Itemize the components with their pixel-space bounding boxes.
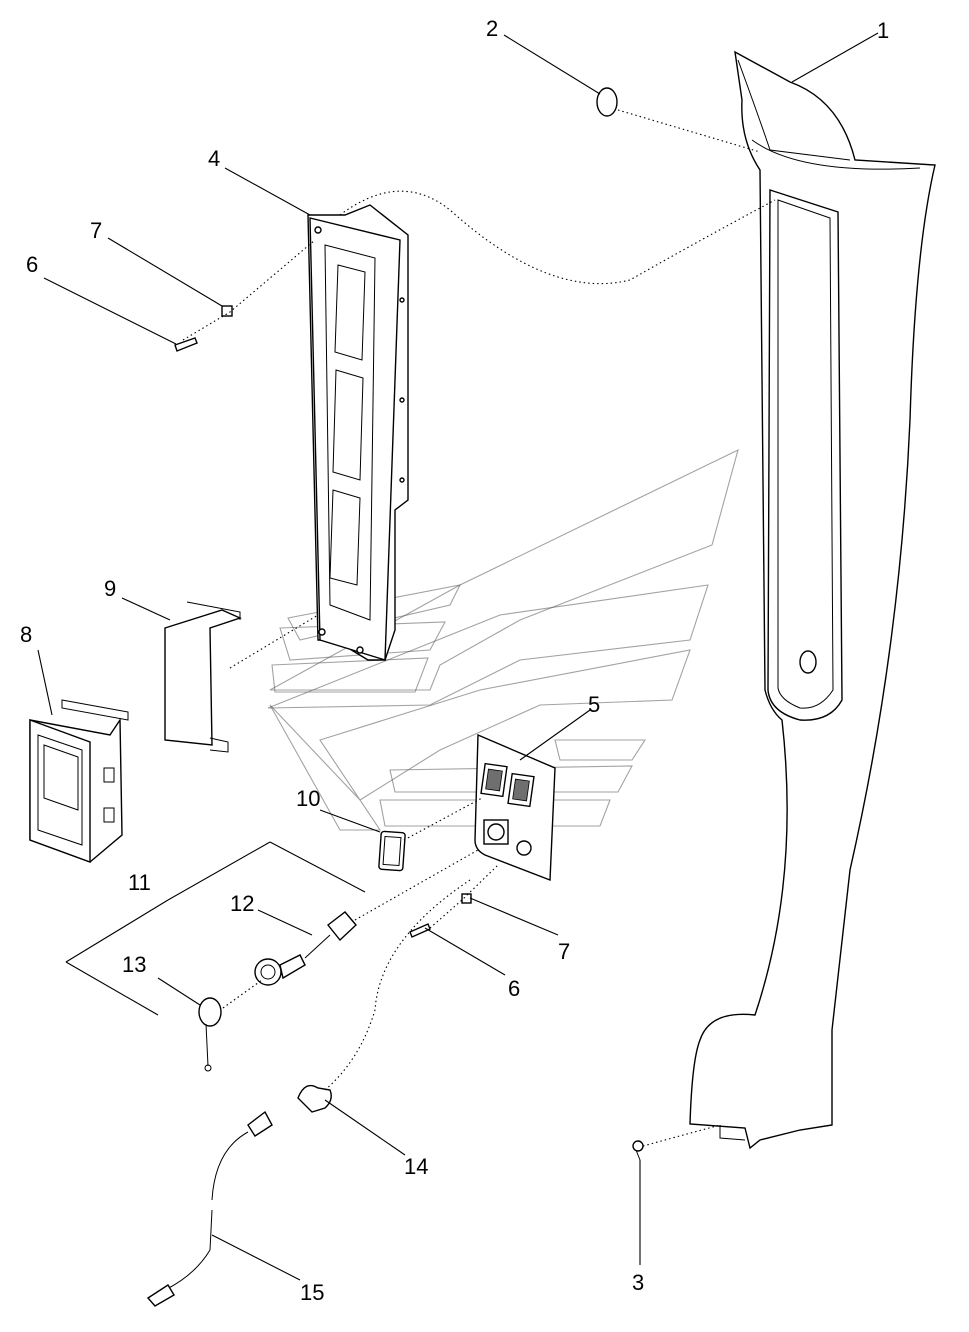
callout-2: 2 bbox=[486, 16, 498, 41]
leader-lines bbox=[37, 32, 879, 1281]
callout-13: 13 bbox=[122, 952, 146, 977]
callout-7-upper: 7 bbox=[90, 218, 102, 243]
part-13-cap bbox=[198, 997, 222, 1072]
callout-5: 5 bbox=[588, 692, 600, 717]
part-3-screw bbox=[632, 1140, 644, 1161]
part-9-bracket bbox=[164, 601, 242, 753]
callout-1: 1 bbox=[877, 18, 889, 43]
callout-4: 4 bbox=[208, 146, 220, 171]
callout-11: 11 bbox=[128, 870, 151, 895]
callout-15: 15 bbox=[300, 1280, 324, 1305]
assembly-lines bbox=[182, 109, 776, 1147]
callout-labels: 1 2 3 4 5 6 6 7 7 8 9 10 11 12 13 14 15 bbox=[20, 16, 889, 1305]
callout-9: 9 bbox=[104, 576, 116, 601]
part-2-plug bbox=[596, 87, 618, 117]
callout-10: 10 bbox=[296, 786, 320, 811]
part-6-screw-lower bbox=[409, 923, 431, 938]
part-14-knob bbox=[297, 1084, 332, 1113]
callout-12: 12 bbox=[230, 891, 254, 916]
callout-7-lower: 7 bbox=[558, 939, 570, 964]
part-10-switch-blank bbox=[378, 830, 406, 872]
callout-6-lower: 6 bbox=[508, 976, 520, 1001]
part-7-nut-upper bbox=[221, 305, 233, 317]
part-12-connector bbox=[254, 911, 357, 986]
callout-3: 3 bbox=[632, 1270, 644, 1295]
part-5-switch-panel bbox=[474, 733, 556, 882]
part-1-pillar-trim bbox=[689, 50, 936, 1150]
part-6-screw-upper bbox=[174, 337, 198, 352]
part-15-cable bbox=[146, 1110, 273, 1307]
callout-6-upper: 6 bbox=[26, 252, 38, 277]
part-8-module bbox=[29, 699, 129, 864]
callout-8: 8 bbox=[20, 622, 32, 647]
part-7-nut-lower bbox=[461, 893, 472, 904]
callout-14: 14 bbox=[404, 1154, 428, 1179]
part-4-bracket bbox=[307, 204, 409, 661]
